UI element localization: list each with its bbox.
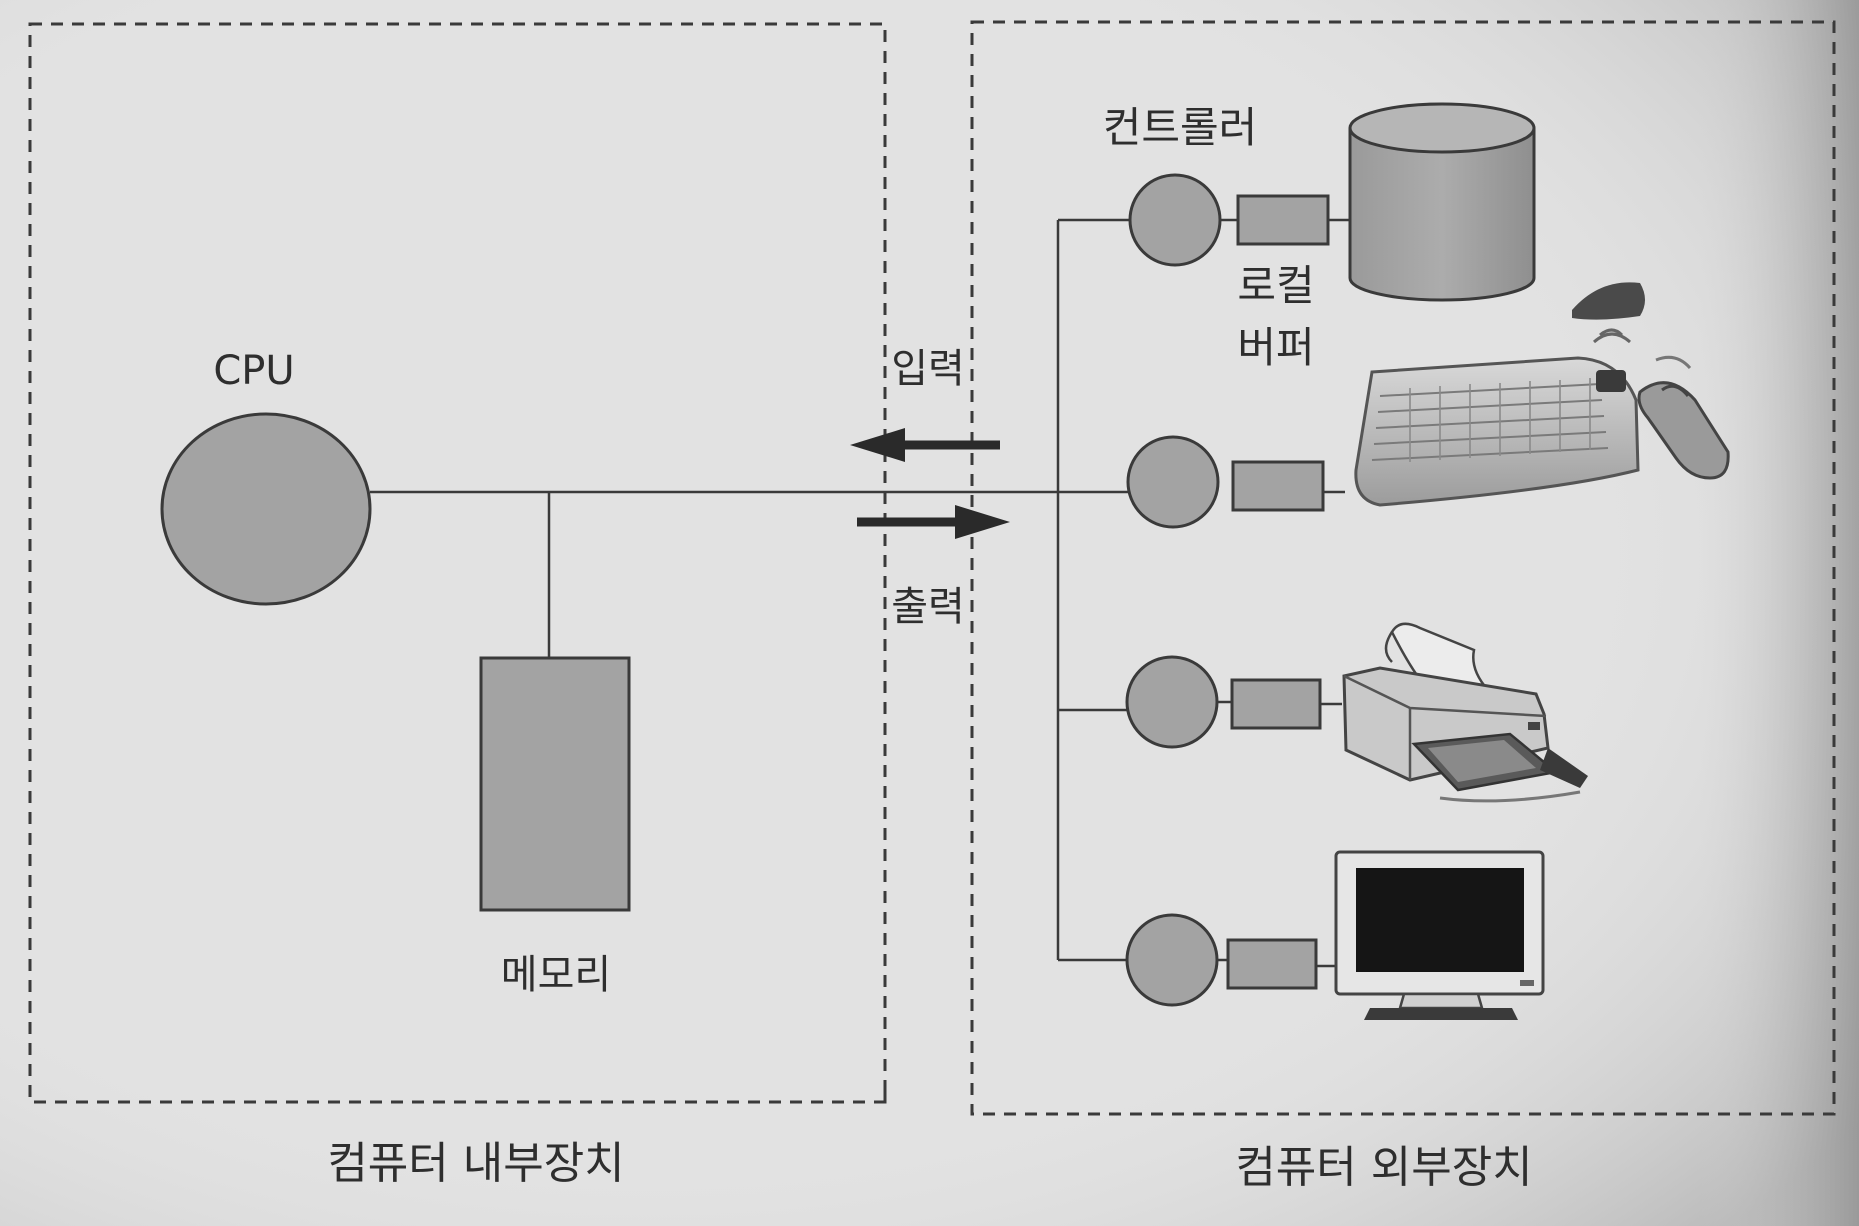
external-devices-boundary (970, 20, 1836, 1116)
output-label: 출력 (891, 584, 965, 630)
local-buffer-block (1230, 678, 1322, 730)
local-buffer-block (1226, 938, 1318, 990)
input-arrow (850, 428, 1000, 462)
cpu-circle (160, 412, 372, 606)
internal-devices-caption: 컴퓨터 내부장치 (327, 1138, 624, 1189)
memory-block (479, 656, 631, 912)
local-buffer-block (1236, 194, 1330, 246)
keyboard-mouse-icon (1354, 282, 1730, 507)
local-buffer-block (1231, 460, 1325, 512)
controller-circle (1128, 173, 1222, 267)
memory-label: 메모리 (501, 952, 611, 998)
controller-circle (1126, 435, 1220, 529)
device-row-keyboard (1126, 282, 1730, 529)
external-devices-caption: 컴퓨터 외부장치 (1235, 1142, 1532, 1193)
controller-label: 컨트롤러 (1103, 103, 1258, 152)
disk-storage-icon (1348, 102, 1536, 302)
controller-circle (1125, 655, 1219, 749)
device-row-monitor (1125, 850, 1545, 1020)
local-buffer-label-line2: 버퍼 (1237, 323, 1314, 372)
controller-circle (1125, 913, 1219, 1007)
input-label: 입력 (891, 346, 965, 392)
cpu-label: CPU (213, 348, 294, 394)
output-arrow (857, 505, 1010, 539)
printer-icon (1342, 622, 1588, 803)
device-row-printer (1125, 622, 1588, 803)
monitor-icon (1334, 850, 1545, 1020)
device-row-disk (1128, 102, 1536, 302)
local-buffer-label-line1: 로컬 (1237, 261, 1314, 310)
